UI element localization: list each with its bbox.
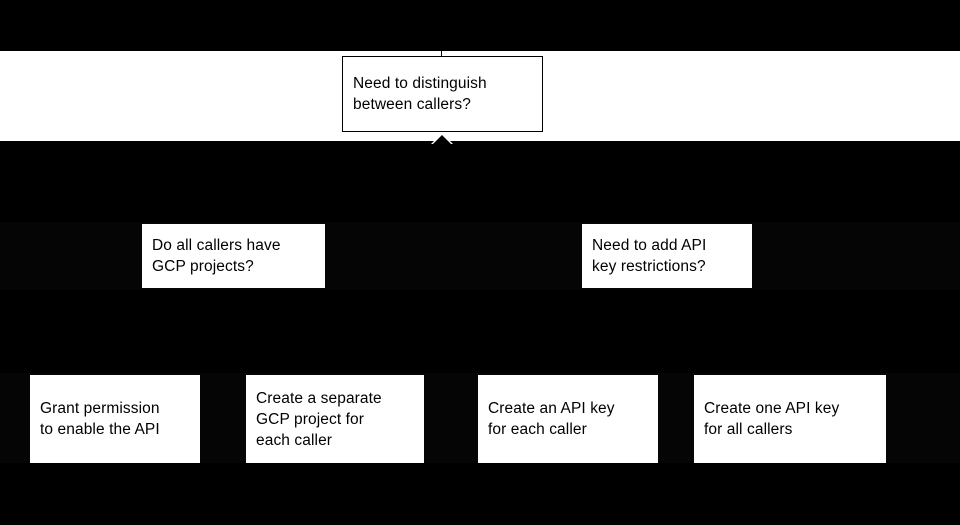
decision-node-distinguish-callers[interactable]: Need to distinguish between callers? [342,56,543,132]
decision-node-gcp-projects[interactable]: Do all callers have GCP projects? [142,224,325,288]
connector-arrowhead-below-distinguish-node [431,133,453,144]
outcome-node-grant-permission-label: Grant permission to enable the API [40,400,160,438]
outcome-node-separate-gcp-project[interactable]: Create a separate GCP project for each c… [246,375,424,463]
outcome-node-separate-gcp-project-label: Create a separate GCP project for each c… [256,389,382,449]
decision-node-api-key-restrictions[interactable]: Need to add API key restrictions? [582,224,752,288]
outcome-node-api-key-all-callers[interactable]: Create one API key for all callers [694,375,886,463]
outcome-node-api-key-each-caller-label: Create an API key for each caller [488,400,615,438]
outcome-node-api-key-all-callers-label: Create one API key for all callers [704,400,840,438]
outcome-node-api-key-each-caller[interactable]: Create an API key for each caller [478,375,658,463]
decision-node-distinguish-callers-label: Need to distinguish between callers? [353,75,487,113]
decision-node-gcp-projects-label: Do all callers have GCP projects? [152,237,281,275]
connector-line-into-distinguish-node [441,51,442,57]
outcome-node-grant-permission[interactable]: Grant permission to enable the API [30,375,200,463]
decision-node-api-key-restrictions-label: Need to add API key restrictions? [592,237,707,275]
